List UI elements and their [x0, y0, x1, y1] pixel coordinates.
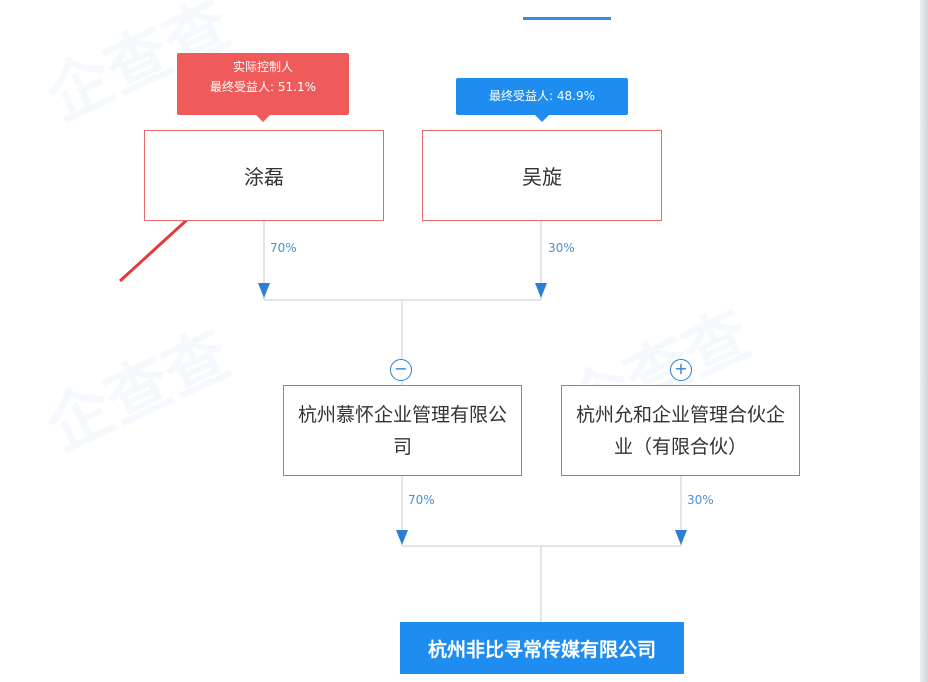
company-name: 杭州慕怀企业管理有限公司: [297, 403, 507, 458]
badge-text: 最终受益人: 48.9%: [489, 89, 595, 103]
share-percent: 70%: [408, 493, 435, 507]
badge-text: 最终受益人: 51.1%: [210, 80, 316, 94]
share-percent: 30%: [548, 241, 575, 255]
badge-title: 实际控制人: [232, 60, 293, 74]
company-node-muhuai[interactable]: 杭州慕怀企业管理有限公司: [283, 385, 522, 476]
tab-indicator: [523, 17, 611, 20]
share-percent: 30%: [687, 493, 714, 507]
person-name: 涂磊: [244, 165, 284, 189]
badge-pointer: [256, 115, 270, 122]
collapse-toggle[interactable]: −: [390, 359, 412, 381]
beneficiary-badge: 最终受益人: 48.9%: [456, 78, 628, 115]
company-name: 杭州非比寻常传媒有限公司: [427, 638, 656, 661]
person-name: 吴旋: [522, 165, 562, 189]
scroll-edge: [920, 0, 928, 682]
expand-toggle[interactable]: +: [670, 359, 692, 381]
actual-controller-badge: 实际控制人 最终受益人: 51.1%: [177, 53, 349, 115]
share-percent: 70%: [270, 241, 297, 255]
person-node-wu-xuan[interactable]: 吴旋: [422, 130, 662, 221]
person-node-tu-lei[interactable]: 涂磊: [144, 130, 384, 221]
company-name: 杭州允和企业管理合伙企业（有限合伙）: [575, 403, 785, 458]
target-company-node[interactable]: 杭州非比寻常传媒有限公司: [400, 622, 684, 674]
company-node-yunhe[interactable]: 杭州允和企业管理合伙企业（有限合伙）: [561, 385, 800, 476]
badge-pointer: [535, 115, 549, 122]
